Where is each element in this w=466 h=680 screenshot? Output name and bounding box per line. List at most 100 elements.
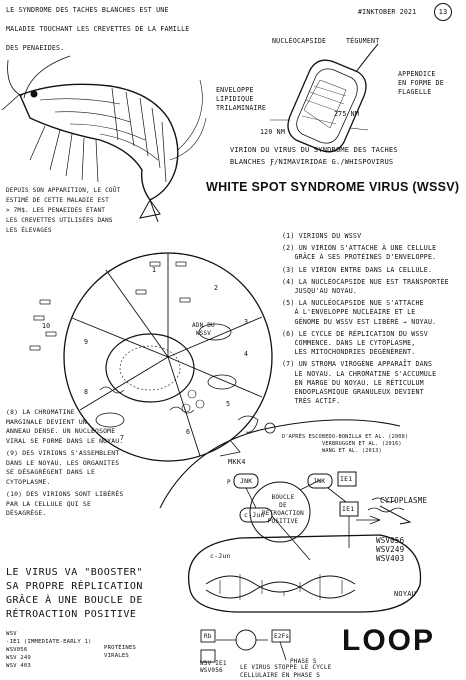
booster-line: SA PROPRE RÉPLICATION [6, 581, 143, 592]
booster-line: RÉTROACTION POSITIVE [6, 609, 137, 620]
label-line: FLAGELLE [398, 88, 432, 96]
label-jnk-2: JNK [313, 477, 326, 485]
label-ie1-top: IE1 [340, 475, 353, 483]
reference-line: VERBRUGGEN et al. (2016) [322, 441, 402, 447]
loop-line: DE [279, 502, 287, 509]
label-cjun-dna: c-Jun [210, 552, 231, 560]
sector-number: 4 [244, 350, 249, 358]
virion-illustration [270, 43, 379, 153]
legend-line: WSV 249 [6, 655, 31, 661]
inktober-label: #INKTOBER 2021 [358, 8, 417, 16]
booster-text: LE VIRUS VA "BOOSTER" SA PROPRE RÉPLICAT… [6, 566, 143, 622]
label-jnk-1: JNK [240, 477, 253, 485]
step-item: (4) LA NUCLÉOCAPSIDE NUE EST TRANSPORTÉE… [282, 277, 449, 296]
label-nucleus: NOYAU [394, 590, 417, 598]
label-e2fs: E2Fs [274, 633, 290, 640]
taxonomy-text: VIRION DU VIRUS DU SYNDROME DES TACHES B… [230, 144, 398, 168]
label-phase-s: PHASE S [290, 658, 317, 665]
feedback-loop-label: BOUCLE DE RÉTROACTION POSITIVE [262, 494, 304, 526]
sector-number: 6 [186, 428, 191, 436]
label-nucleocapsid: NUCLÉOCAPSIDE [272, 37, 327, 45]
booster-line: GRÂCE À UNE BOUCLE DE [6, 595, 143, 606]
sector-number: 7 [120, 434, 125, 442]
intro-line: DES PENAEIDES. [6, 44, 65, 52]
cycle-note: LE VIRUS STOPPE LE CYCLE CELLULAIRE EN P… [240, 664, 332, 680]
cell-label-line: WSSV [195, 330, 212, 337]
label-line: ENVELOPPE [216, 86, 254, 94]
intro-line: LE SYNDROME DES TACHES BLANCHES EST UNE [6, 6, 169, 14]
sector-number: 10 [42, 322, 51, 330]
legend-line: WSV056 [6, 647, 28, 653]
sector-number: 9 [84, 338, 89, 346]
label-ie1-mid: IE1 [342, 505, 355, 513]
label-wsv-bottom: WSV IE1 WSV056 [200, 660, 227, 674]
cost-line: LES ÉLEVAGES [6, 227, 52, 234]
label-line: APPENDICE [398, 70, 436, 78]
loop-line: POSITIVE [267, 518, 299, 525]
gene-line: WSV IE1 [200, 660, 227, 667]
sector-number: 2 [214, 284, 219, 292]
infection-cycle-diagram [29, 252, 273, 462]
label-cytoplasm: CYTOPLASME [380, 496, 428, 505]
shrimp-illustration [1, 55, 207, 223]
page-title: WHITE SPOT SYNDROME VIRUS (WSSV) [206, 180, 460, 194]
step-item: (6) LE CYCLE DE RÉPLICATION DU WSSV COMM… [282, 329, 428, 357]
taxonomy-line: BLANCHES ƒ/NIMAVIRIDAE g./WHISPOVIRUS [230, 158, 394, 166]
label-length: 275 NM [334, 110, 360, 118]
label-tegument: TÉGUMENT [346, 37, 380, 45]
sector-number: 1 [152, 266, 157, 274]
loop-word: LOOP [342, 624, 436, 657]
gene-line: WSV403 [376, 554, 405, 563]
gene-line: WSV249 [376, 545, 405, 554]
label-line: EN FORME DE [398, 79, 444, 87]
rna-scribbles [367, 497, 405, 513]
cost-note: DEPUIS SON APPARITION, LE COÛT ESTIMÉ DE… [6, 186, 120, 236]
legend-line: WSV 403 [6, 663, 31, 669]
step-item: (5) LA NUCLÉOCAPSIDE NUE S'ATTACHE À L'E… [282, 299, 437, 326]
cell-label-line: ADN DU [192, 322, 215, 329]
label-width: 120 NM [260, 128, 286, 136]
reference-line: WANG et al. (2013) [322, 448, 382, 454]
reference-line: D'APRÈS ESCOBEDO-BONILLA et al. (2008) [282, 434, 409, 440]
label-phospho: P [227, 479, 231, 486]
sketch-ornament [237, 415, 276, 434]
legend-line: VIRALES [104, 653, 129, 659]
taxonomy-line: VIRION DU VIRUS DU SYNDROME DES TACHES [230, 146, 398, 154]
wsv-gene-list: WSV056 WSV249 WSV403 [376, 536, 404, 563]
step-item: (7) UN STROMA VIROGÈNE APPARAÎT DANS LE … [282, 360, 437, 406]
cycle-line: CELLULAIRE EN PHASE S [240, 672, 321, 679]
legend-line: -IE1 (IMMEDIATE-EARLY 1) [6, 639, 92, 645]
step-item: (1) VIRIONS DU WSSV [282, 232, 362, 240]
legend-proteins: PROTÉINES VIRALES [104, 644, 136, 660]
loop-line: RÉTROACTION [262, 510, 304, 517]
label-line: LIPIDIQUE [216, 95, 254, 103]
label-mkk4: MKK4 [228, 458, 246, 466]
intro-text: LE SYNDROME DES TACHES BLANCHES EST UNE … [6, 6, 256, 53]
steps-list: (1) VIRIONS DU WSSV (2) UN VIRION S'ATTA… [282, 232, 466, 406]
sector-number: 8 [84, 388, 89, 396]
cell-dna-label: ADN DU WSSV [192, 322, 215, 338]
label-line: TRILAMINAIRE [216, 104, 267, 112]
references: D'APRÈS ESCOBEDO-BONILLA et al. (2008) V… [282, 434, 408, 455]
booster-line: LE VIRUS VA "BOOSTER" [6, 567, 143, 578]
cost-line: ESTIMÉ DE CETTE MALADIE EST [6, 197, 109, 204]
legend-line: PROTÉINES [104, 645, 137, 651]
intro-line: MALADIE TOUCHANT LES CREVETTES DE LA FAM… [6, 25, 190, 33]
cycle-line: LE VIRUS STOPPE LE CYCLE [240, 664, 332, 671]
sector-number: 3 [244, 318, 249, 326]
step-item: (2) UN VIRION S'ATTACHE À UNE CELLULE GR… [282, 244, 437, 262]
page-number: 13 [434, 3, 452, 21]
label-rb: Rb [204, 633, 212, 640]
label-appendix: APPENDICE EN FORME DE FLAGELLE [398, 70, 444, 97]
label-envelope: ENVELOPPE LIPIDIQUE TRILAMINAIRE [216, 86, 266, 113]
legend-line: WSV [6, 631, 17, 637]
cost-line: LES CREVETTES UTILISÉES DANS [6, 217, 113, 224]
step-item: (3) LE VIRION ENTRE DANS LA CELLULE. [282, 265, 433, 274]
cost-line: DEPUIS SON APPARITION, LE COÛT [6, 187, 121, 194]
